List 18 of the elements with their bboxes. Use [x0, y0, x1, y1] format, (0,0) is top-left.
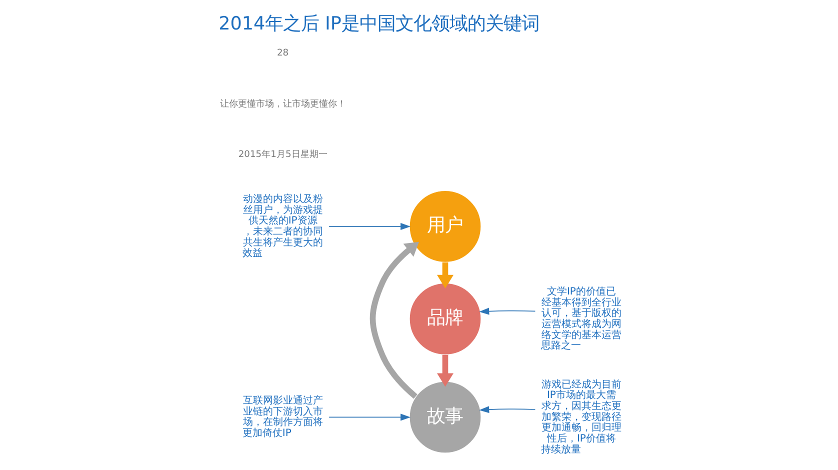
arrow — [436, 262, 454, 288]
node-circle: 故事 — [409, 380, 482, 454]
node-circle: 用户 — [409, 190, 482, 263]
arrow — [479, 406, 536, 414]
diagram-title: 2014年之后 IP是中国文化领域的关键词 — [218, 14, 540, 35]
node-text: 游戏已经成为目前IP市场的最大需求方，因其生态更加繁荣，变现路径更加通畅，回归理性后，IP价值将持续放量 — [541, 379, 622, 456]
node-text: 动漫的内容以及粉丝用户，为游戏提供天然的IP资源，未来二者的协同共生将产生更大的效益 — [242, 194, 323, 260]
arrow — [370, 242, 419, 399]
label: 让你更懂市场，让市场更懂你！ — [220, 98, 346, 110]
label: 2015年1月5日星期一 — [238, 149, 328, 160]
node-text: 文学IP的价值已经基本得到全行业认可，基于版权的运营模式将成为网络文学的基本运营思路之一 — [541, 286, 622, 352]
arrow — [436, 354, 454, 387]
arrow — [328, 222, 411, 230]
node-text: 互联网影业通过产业链的下游切入市场，在制作方面将更加倚仗IP — [242, 396, 323, 440]
node-circle: 品牌 — [409, 282, 482, 356]
arrow — [479, 308, 536, 315]
label: 28 — [276, 48, 289, 59]
arrow — [328, 414, 411, 421]
